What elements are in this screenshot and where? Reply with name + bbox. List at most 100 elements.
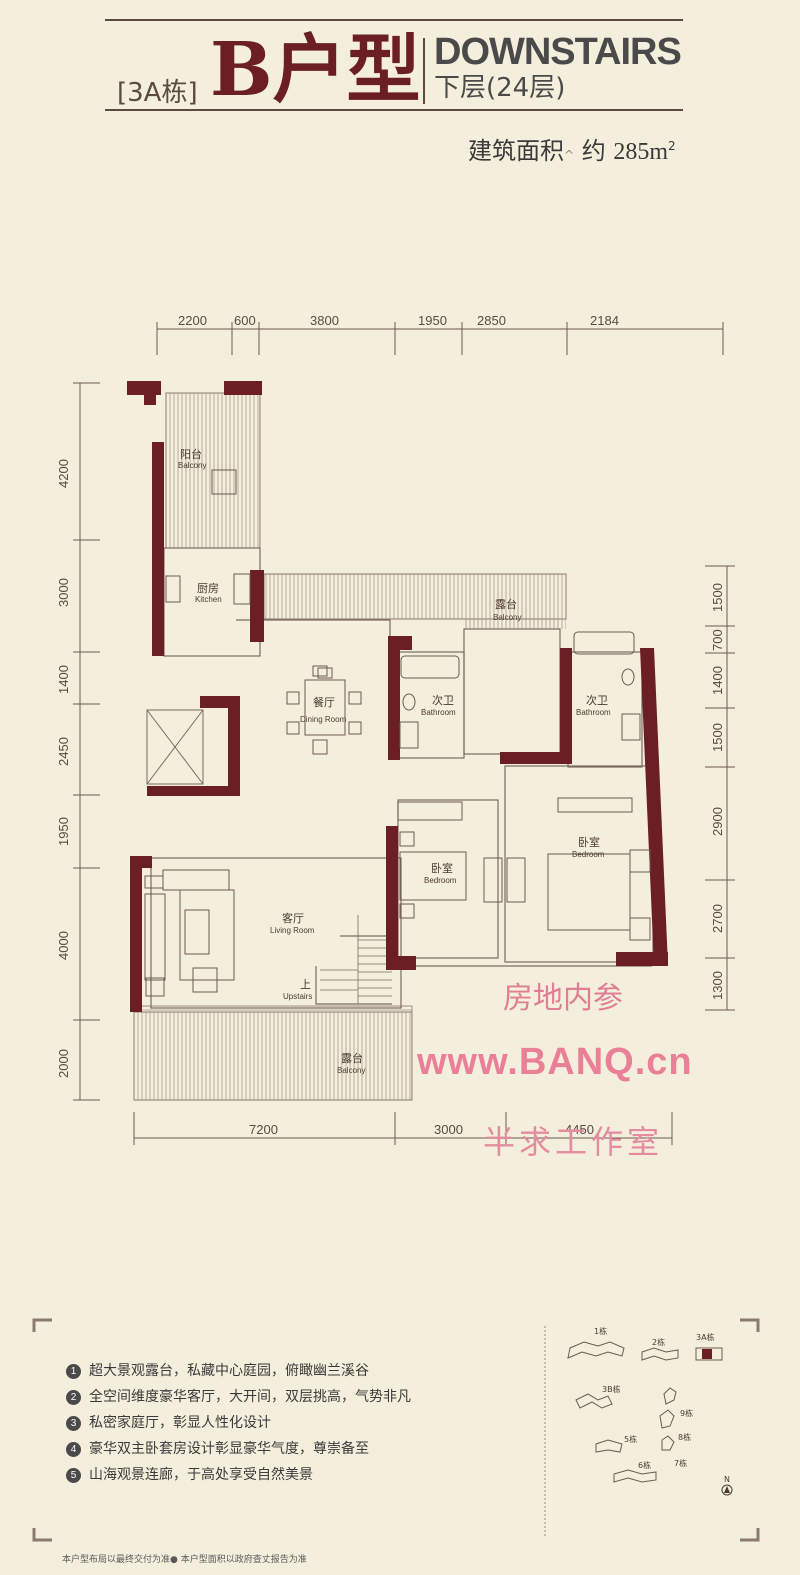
- site-label-9: 9栋: [680, 1408, 693, 1418]
- room-bath1-en: Bathroom: [421, 708, 456, 717]
- site-bldg-3b: [575, 1393, 613, 1409]
- watermark-line-1: 房地内参: [503, 981, 623, 1016]
- header-bottom-rule: [105, 109, 683, 111]
- terrace-top-area-b: [464, 619, 566, 629]
- dim-left-3: 1400: [56, 665, 71, 694]
- dim-left-4: 2450: [56, 737, 71, 766]
- site-label-6: 6栋: [638, 1460, 651, 1470]
- site-label-3b: 3B栋: [602, 1384, 621, 1394]
- dim-top-5: 2850: [477, 313, 506, 328]
- dim-top-1: 2200: [178, 313, 207, 328]
- feature-4-number: 4: [66, 1442, 81, 1457]
- area-approx: 约: [581, 137, 606, 165]
- site-label-5: 5栋: [624, 1434, 637, 1444]
- feature-4: 4 豪华双主卧套房设计彰显豪华气度，尊崇备至: [66, 1438, 369, 1458]
- dim-bottom-1: 7200: [249, 1122, 278, 1137]
- room-terrace-bottom-cn: 露台: [341, 1051, 363, 1065]
- room-kitchen-en: Kitchen: [195, 595, 222, 604]
- feature-5-number: 5: [66, 1468, 81, 1483]
- dimension-right: [705, 565, 735, 1011]
- kitchen-fixtures: [165, 469, 251, 605]
- dim-right-6: 2700: [710, 904, 725, 933]
- dim-right-7: 1300: [710, 971, 725, 1000]
- north-arrow-head: [724, 1486, 730, 1493]
- dimension-bottom: [133, 1112, 673, 1145]
- stair-treads: [320, 915, 392, 1004]
- north-label: N: [724, 1475, 730, 1484]
- feature-1-number: 1: [66, 1364, 81, 1379]
- room-terrace-top-en: Balcony: [493, 613, 521, 622]
- room-dining-en: Dining Room: [300, 715, 347, 724]
- area-value: 285m: [613, 139, 669, 165]
- room-dining-cn: 餐厅: [313, 695, 335, 709]
- feature-3-text: 私密家庭厅，彰显人性化设计: [89, 1415, 271, 1431]
- floor-plan: 2200 600 3800 1950 2850 2184 4200 3000 1…: [56, 313, 735, 1145]
- area-label: 建筑面积: [468, 137, 564, 165]
- watermark-line-3: 半求工作室: [483, 1123, 664, 1161]
- dimension-top: [156, 322, 724, 355]
- site-bldg-2: [641, 1347, 679, 1361]
- dim-right-4: 1500: [710, 723, 725, 752]
- dim-bottom-2: 3000: [434, 1122, 463, 1137]
- unit-type-title: B户型: [210, 27, 421, 113]
- feature-1: 1 超大景观露台，私藏中心庭园，俯瞰幽兰溪谷: [66, 1360, 369, 1380]
- dim-right-3: 1400: [710, 666, 725, 695]
- room-living-en: Living Room: [270, 926, 315, 935]
- dim-left-2: 3000: [56, 578, 71, 607]
- room-bedroom1-cn: 卧室: [431, 861, 453, 875]
- terrace-bottom-rail: [133, 1005, 413, 1013]
- room-bedroom2-cn: 卧室: [578, 835, 600, 849]
- walls: [127, 381, 668, 1012]
- site-bldg-9: [663, 1387, 677, 1405]
- room-terrace-top-cn: 露台: [495, 597, 517, 611]
- site-bldg-8: [659, 1409, 675, 1429]
- bath-fixtures: [399, 631, 641, 749]
- dimension-left: [73, 382, 100, 1101]
- room-bath2-en: Bathroom: [576, 708, 611, 717]
- terrace-top-area: [263, 573, 567, 620]
- level-chinese: 下层(24层): [434, 73, 566, 103]
- feature-1-text: 超大景观露台，私藏中心庭园，俯瞰幽兰溪谷: [89, 1363, 369, 1379]
- header-divider: [423, 38, 425, 104]
- feature-2-text: 全空间维度豪华客厅，大开间，双层挑高，气势非凡: [89, 1389, 411, 1405]
- dim-top-6: 2184: [590, 313, 619, 328]
- elevator-shaft: [146, 709, 204, 785]
- footnote: 本户型布局以最终交付为准● 本户型面积以政府查丈报告为准: [62, 1555, 307, 1565]
- dim-left-7: 2000: [56, 1049, 71, 1078]
- site-bldg-5: [595, 1439, 623, 1453]
- room-living-cn: 客厅: [282, 911, 304, 925]
- room-bedroom1-en: Bedroom: [424, 876, 457, 885]
- area-sup: 2: [668, 139, 676, 153]
- feature-4-text: 豪华双主卧套房设计彰显豪华气度，尊崇备至: [89, 1441, 369, 1457]
- dim-right-5: 2900: [710, 807, 725, 836]
- site-bldg-6: [613, 1469, 657, 1483]
- area-line: 建筑面积^ 约 285m2: [468, 131, 676, 166]
- site-bldg-3a: [695, 1347, 723, 1361]
- room-kitchen-cn: 厨房: [197, 582, 219, 595]
- site-label-7: 7栋: [674, 1458, 687, 1468]
- feature-5: 5 山海观景连廊，于高处享受自然美景: [66, 1464, 313, 1484]
- dim-top-4: 1950: [418, 313, 447, 328]
- site-bldg-7: [661, 1435, 675, 1451]
- dim-right-2: 700: [710, 629, 725, 651]
- feature-5-text: 山海观景连廊，于高处享受自然美景: [89, 1467, 313, 1483]
- site-label-1: 1栋: [594, 1326, 607, 1336]
- watermark-line-2: www.BANQ.cn: [417, 1041, 693, 1083]
- room-bath1-cn: 次卫: [432, 693, 454, 707]
- dim-top-2: 600: [234, 313, 256, 328]
- living-furniture: [144, 869, 235, 997]
- site-label-8: 8栋: [678, 1432, 691, 1442]
- stairs-up-en: Upstairs: [283, 992, 312, 1001]
- terrace-bottom-area: [133, 1011, 413, 1101]
- dim-right-1: 1500: [710, 583, 725, 612]
- room-bedroom2-en: Bedroom: [572, 850, 605, 859]
- dim-left-5: 1950: [56, 817, 71, 846]
- dim-top-3: 3800: [310, 313, 339, 328]
- room-balcony-top-cn: 阳台: [180, 447, 202, 461]
- level-english: DOWNSTAIRS: [434, 31, 682, 73]
- building-label: [3A栋]: [117, 78, 198, 108]
- north-arrow-icon: [721, 1484, 733, 1496]
- dim-left-6: 4000: [56, 931, 71, 960]
